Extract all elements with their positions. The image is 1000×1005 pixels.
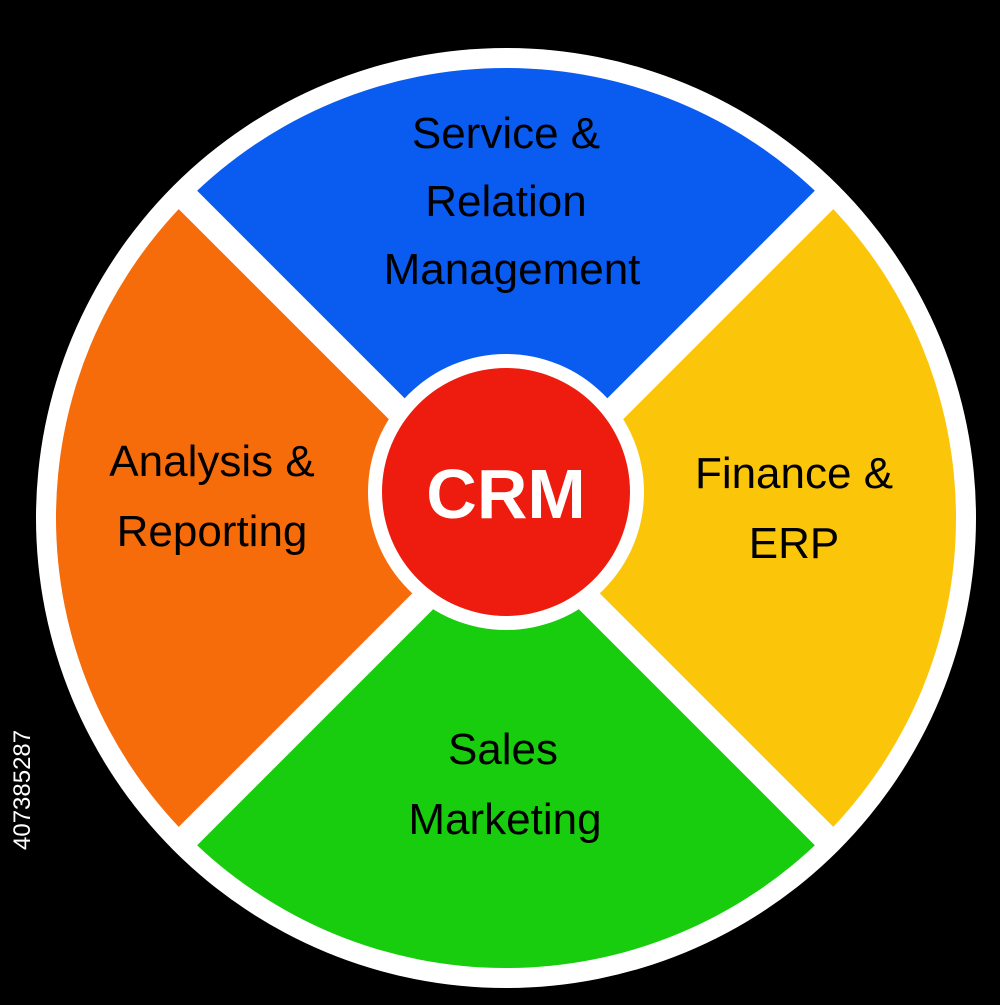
segment-label-line: Sales: [448, 725, 558, 774]
stock-id-text: 407385287: [9, 730, 36, 850]
segment-analysis-reporting: [55, 199, 506, 837]
segment-sales-marketing: [187, 518, 825, 969]
segment-label-line: ERP: [749, 519, 839, 568]
segment-label-line: Finance &: [695, 449, 893, 498]
center-disc: [382, 368, 630, 616]
center-label: CRM: [426, 455, 585, 533]
segment-label-line: Management: [384, 245, 641, 294]
segment-label-line: Analysis &: [109, 437, 314, 486]
segment-label-line: Reporting: [117, 507, 308, 556]
segment-label-line: Relation: [425, 177, 586, 226]
segment-service-relation-management: [187, 67, 825, 518]
segment-label-line: Marketing: [408, 795, 601, 844]
segment-finance-erp: [506, 199, 957, 837]
segment-label-line: Service &: [412, 109, 600, 158]
